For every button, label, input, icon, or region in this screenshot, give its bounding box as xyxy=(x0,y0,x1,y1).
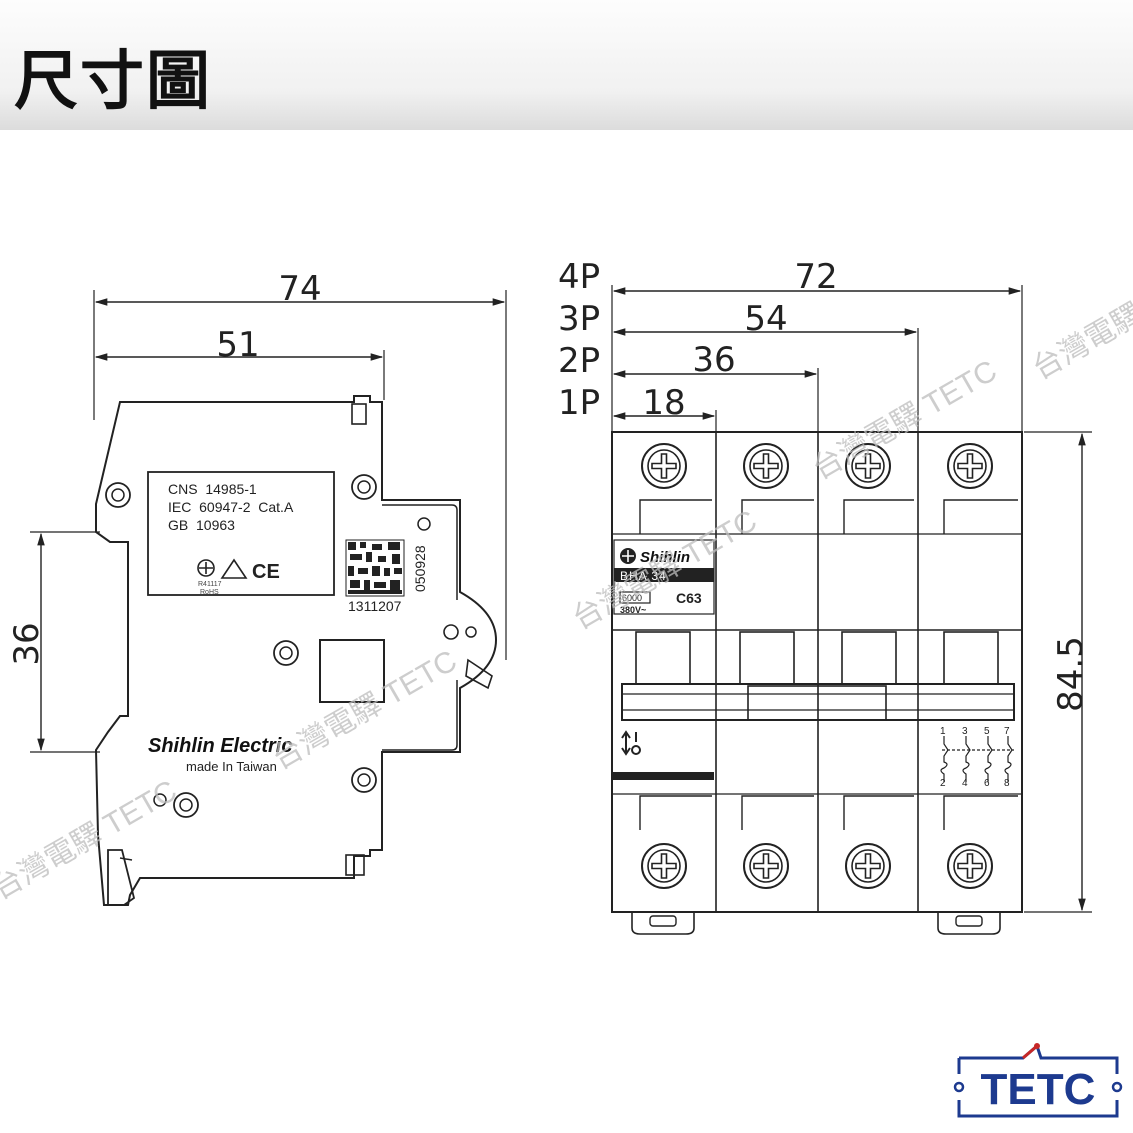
screw-icon xyxy=(947,843,993,889)
barcode-number: 1311207 xyxy=(348,598,402,614)
pole-label-3p: 3P xyxy=(558,299,600,339)
dim-72: 72 xyxy=(794,257,837,297)
terminal-bottom-2: 2 xyxy=(940,778,946,789)
dim-36-width: 36 xyxy=(692,340,735,380)
terminal-top-5: 5 xyxy=(984,726,990,737)
screw-icon xyxy=(947,443,993,489)
cert-icons xyxy=(197,558,248,579)
on-off-symbol-icon xyxy=(621,730,641,756)
cert-small-1: R41117 xyxy=(198,581,222,588)
screw-icon xyxy=(641,443,687,489)
front-model: BHA 34 xyxy=(620,569,667,583)
front-view xyxy=(611,285,1092,935)
side-view xyxy=(30,290,507,906)
logo-text: TETC xyxy=(981,1065,1096,1114)
side-brand: Shihlin Electric xyxy=(148,735,292,757)
dim-74: 74 xyxy=(278,269,321,309)
watermark: 台灣電驛 TETC xyxy=(1027,254,1133,386)
spec-label xyxy=(147,471,335,596)
brand-logo-icon xyxy=(620,548,636,564)
spec-line-1: CNS 14985-1 xyxy=(168,481,257,497)
terminal-top-1: 1 xyxy=(940,726,946,737)
screw-icon xyxy=(845,843,891,889)
qr-code xyxy=(345,539,405,597)
terminal-bottom-6: 6 xyxy=(984,778,990,789)
pole-label-4p: 4P xyxy=(558,257,600,297)
terminal-top-7: 7 xyxy=(1004,726,1010,737)
cert-small-2: RoHS xyxy=(200,589,219,596)
spec-line-2: IEC 60947-2 Cat.A xyxy=(168,499,294,515)
side-origin: made In Taiwan xyxy=(186,759,277,774)
breaking-capacity: 6000 xyxy=(622,593,642,603)
page-header: 尺寸圖 xyxy=(0,0,1133,130)
screw-icon xyxy=(743,443,789,489)
ce-mark: CE xyxy=(252,561,280,583)
terminal-bottom-4: 4 xyxy=(962,778,968,789)
warning-triangle-icon xyxy=(220,558,248,579)
watermark: 台灣電驛 TETC xyxy=(567,504,762,636)
breaker-front-body xyxy=(611,431,1023,913)
spec-line-3: GB 10963 xyxy=(168,517,235,533)
pole-label-1p: 1P xyxy=(558,383,600,423)
watermark: 台灣電驛 TETC xyxy=(0,774,182,906)
tetc-logo: TETC xyxy=(953,1043,1123,1118)
serial-vertical: 050928 xyxy=(412,545,428,592)
dim-36: 36 xyxy=(7,622,47,665)
dim-51: 51 xyxy=(216,325,259,365)
current-rating: C63 xyxy=(676,590,702,606)
screw-icon xyxy=(641,843,687,889)
terminal-top-3: 3 xyxy=(962,726,968,737)
breaker-side-body xyxy=(94,395,498,906)
cert-circle-icon xyxy=(197,559,215,577)
front-brand: Shihlin xyxy=(640,549,690,566)
dim-84-5: 84.5 xyxy=(1051,636,1091,712)
wiring-schematic xyxy=(940,736,1014,782)
dim-54: 54 xyxy=(744,299,787,339)
terminal-bottom-8: 8 xyxy=(1004,778,1010,789)
dim-18: 18 xyxy=(642,383,685,423)
screw-icon xyxy=(743,843,789,889)
watermark: 台灣電驛 TETC xyxy=(267,644,462,776)
page-title: 尺寸圖 xyxy=(14,45,212,119)
screw-terminals xyxy=(641,443,993,889)
voltage-rating: 380V~ xyxy=(620,605,646,615)
pole-label-2p: 2P xyxy=(558,341,600,381)
